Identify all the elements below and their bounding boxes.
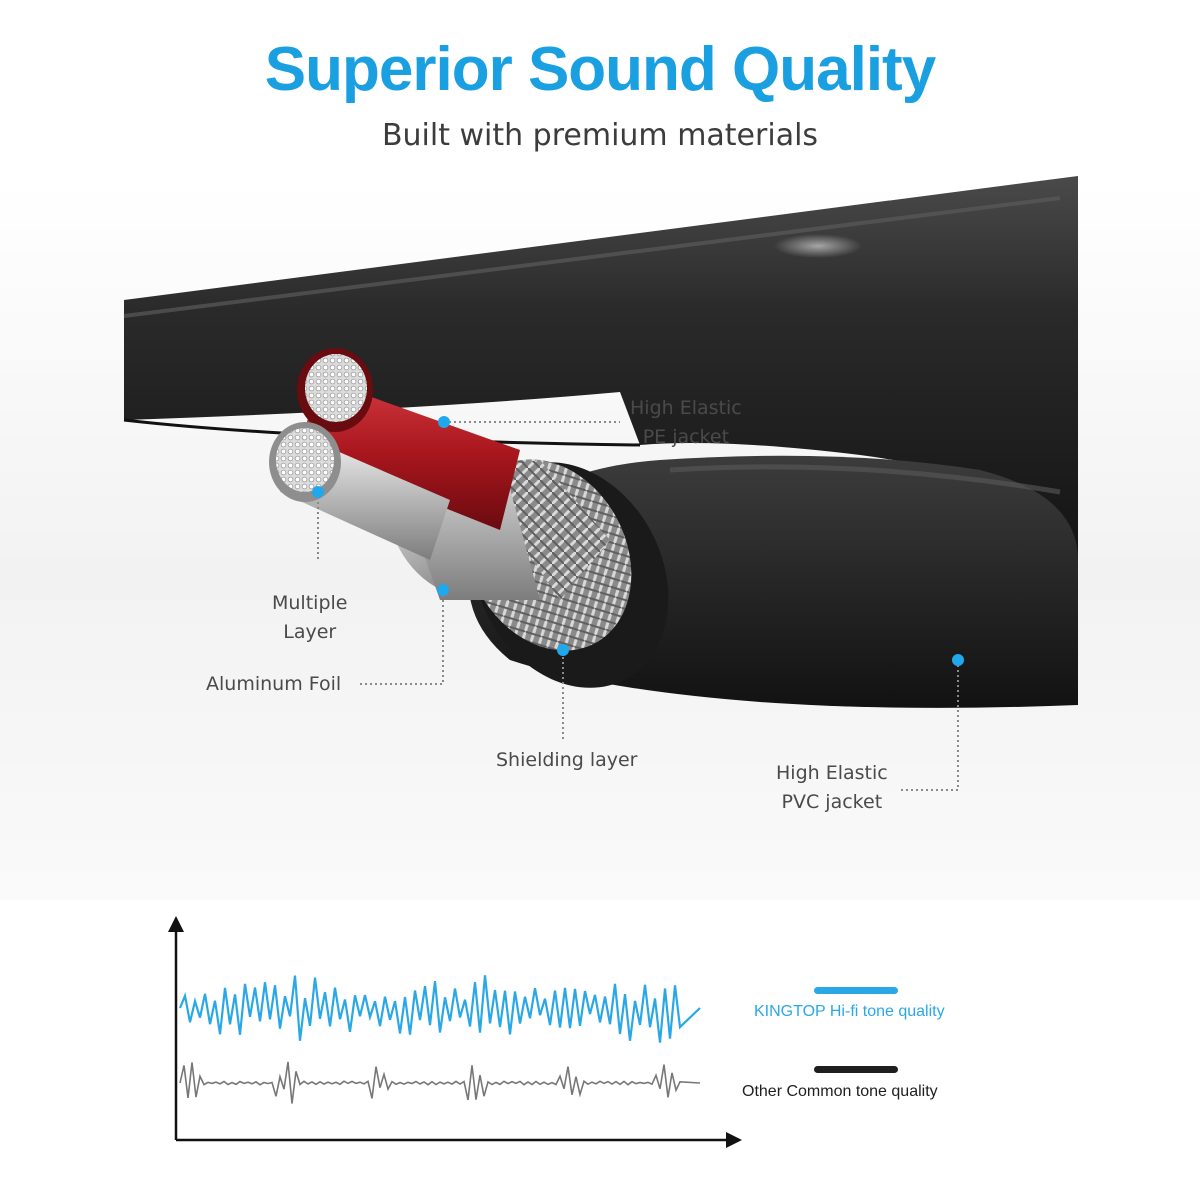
cable-loop — [124, 176, 1078, 560]
callout-pe-jacket-line2: PE jacket — [642, 426, 730, 448]
y-axis-arrow — [168, 916, 184, 932]
callout-leaders — [317, 421, 959, 791]
page-subtitle: Built with premium materials — [381, 118, 819, 153]
callout-dots — [312, 416, 964, 666]
hifi-legend-swatch — [814, 987, 898, 994]
common-legend-swatch — [814, 1066, 898, 1073]
common-legend-label: Other Common tone quality — [742, 1083, 938, 1100]
callout-pvc-jacket: High Elastic PVC jacket — [776, 759, 888, 817]
callout-pvc-jacket-line1: High Elastic — [776, 762, 888, 784]
callout-multiple-layer: Multiple Layer — [272, 589, 347, 647]
page-title: Superior Sound Quality — [264, 35, 936, 104]
callout-pe-jacket: High Elastic PE jacket — [630, 394, 742, 452]
callout-pe-jacket-line1: High Elastic — [630, 397, 742, 419]
hifi-legend-label: KINGTOP Hi-fi tone quality — [754, 1003, 945, 1020]
x-axis-arrow — [726, 1132, 742, 1148]
callout-pvc-jacket-line2: PVC jacket — [781, 791, 883, 813]
callout-aluminum-foil: Aluminum Foil — [206, 673, 342, 695]
hifi-waveform — [178, 975, 701, 1043]
callout-shielding-layer: Shielding layer — [496, 749, 638, 771]
callout-multiple-layer-line1: Multiple — [272, 592, 348, 614]
common-waveform — [179, 1061, 701, 1104]
waveform-axes — [174, 926, 732, 1142]
callout-multiple-layer-line2: Layer — [283, 621, 337, 643]
